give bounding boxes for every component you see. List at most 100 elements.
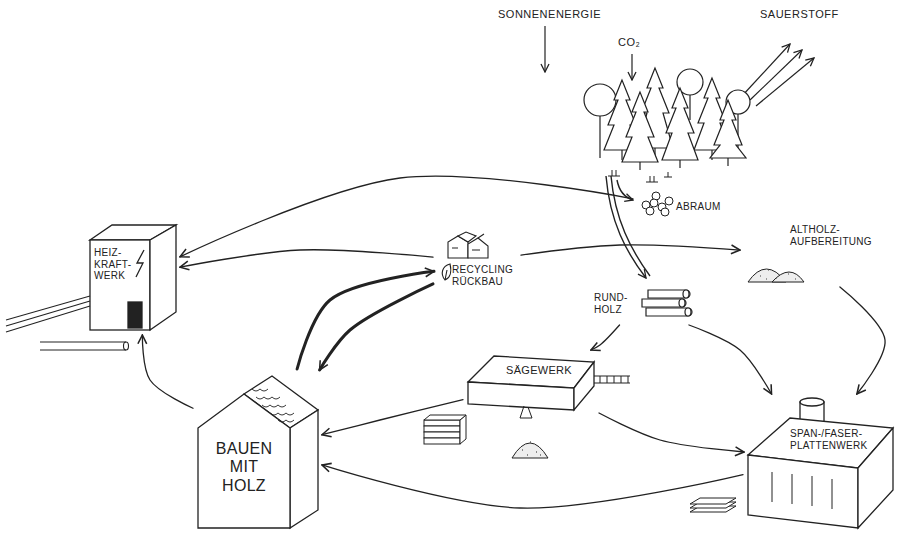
log-end bbox=[683, 290, 689, 298]
power-plant: HEIZ- KRAFT- WERK bbox=[86, 215, 178, 333]
flow-arrow bbox=[322, 465, 743, 508]
log bbox=[642, 299, 686, 307]
board-stack bbox=[690, 498, 736, 512]
tree-trunk bbox=[689, 95, 690, 120]
flow-arrow bbox=[521, 245, 740, 255]
lumber-board bbox=[424, 420, 460, 426]
roundwood: RUND- HOLZ bbox=[590, 282, 694, 322]
front-face bbox=[468, 382, 574, 410]
flow-arrow bbox=[599, 413, 744, 452]
lightning-symbol bbox=[136, 250, 144, 277]
board-plant-building bbox=[748, 398, 893, 528]
flow-arrow bbox=[180, 250, 433, 267]
log bbox=[646, 308, 692, 316]
power-lines bbox=[6, 296, 129, 350]
timber-house: BAUEN MIT HOLZ bbox=[196, 372, 320, 530]
lumber-board bbox=[424, 426, 460, 432]
board bbox=[690, 498, 736, 504]
node-label: HEIZ- KRAFT- WERK bbox=[94, 247, 134, 282]
tree-trunk bbox=[639, 162, 640, 170]
harvest-arrow bbox=[611, 176, 650, 276]
recycling-leaf bbox=[442, 264, 450, 280]
sawdust-chute bbox=[520, 406, 532, 418]
waste-wood-piles bbox=[748, 269, 804, 282]
tree bbox=[662, 88, 698, 160]
co2-arrow bbox=[631, 54, 632, 80]
door bbox=[128, 302, 142, 328]
node-label: ALTHOLZ- AUFBEREITUNG bbox=[790, 224, 876, 247]
sun-arrow bbox=[544, 26, 545, 72]
tree bbox=[710, 100, 746, 158]
recycling-site: RECYCLING RÜCKBAU bbox=[436, 228, 518, 291]
flow-arrow bbox=[322, 400, 463, 435]
facade-lines bbox=[772, 472, 832, 509]
log-end bbox=[685, 308, 691, 316]
front-face bbox=[748, 455, 858, 528]
flow-arrow bbox=[180, 176, 633, 257]
board-plant: SPAN-/FASER- PLATTENWERK bbox=[746, 396, 896, 530]
grass-mark bbox=[664, 172, 672, 177]
slash-pile: ABRAUM bbox=[636, 188, 725, 218]
node-label: SPAN-/FASER- PLATTENWERK bbox=[790, 428, 866, 451]
log-end bbox=[679, 299, 685, 307]
power-line bbox=[6, 306, 90, 332]
power-line bbox=[6, 301, 90, 326]
lumber-board bbox=[424, 438, 460, 444]
tree bbox=[622, 92, 658, 162]
output-label: SAUERSTOFF bbox=[760, 8, 839, 20]
sawdust-dots bbox=[522, 442, 541, 455]
log bbox=[648, 290, 690, 298]
harvest-arrows bbox=[606, 176, 650, 278]
heat-pipe bbox=[40, 341, 126, 342]
slash-piece bbox=[650, 199, 658, 207]
lumber-top bbox=[424, 415, 466, 420]
log-conveyor bbox=[594, 376, 630, 383]
flow-arrow bbox=[320, 284, 433, 370]
side-face bbox=[150, 225, 176, 330]
lumber-board bbox=[424, 432, 460, 438]
roundwood-logs bbox=[642, 290, 692, 316]
slash-piece bbox=[665, 197, 673, 205]
oxygen-arrow bbox=[756, 58, 814, 106]
chip-dots bbox=[760, 270, 796, 279]
node-label: SÄGEWERK bbox=[506, 364, 572, 377]
side-wall bbox=[290, 410, 318, 528]
flow-arrow bbox=[142, 335, 193, 408]
side-face bbox=[574, 362, 594, 410]
forest bbox=[584, 68, 750, 170]
node-label: BAUEN MIT HOLZ bbox=[213, 440, 275, 495]
tree-trunk bbox=[679, 160, 680, 168]
ruin-block bbox=[468, 238, 488, 258]
tree-trunk bbox=[621, 150, 622, 160]
node-label: ABRAUM bbox=[676, 201, 721, 213]
flow-arrow bbox=[689, 325, 772, 394]
input-label: SONNENENERGIE bbox=[498, 8, 601, 20]
front-face bbox=[90, 240, 150, 330]
wooden-house bbox=[198, 376, 318, 528]
silo-top bbox=[800, 398, 824, 406]
oxygen-arrow bbox=[742, 44, 790, 96]
ruin-detail bbox=[452, 234, 484, 250]
flow-arrow bbox=[591, 325, 620, 350]
node-label: RECYCLING RÜCKBAU bbox=[452, 264, 514, 287]
harvest-arrow bbox=[606, 176, 646, 278]
power-line bbox=[6, 296, 90, 320]
heat-pipe bbox=[40, 349, 126, 350]
flow-arrow bbox=[840, 287, 885, 394]
grass-mark bbox=[646, 176, 658, 182]
sawdust-pile bbox=[512, 443, 548, 458]
sawmill-building bbox=[468, 356, 630, 418]
flow-arrow bbox=[297, 271, 434, 369]
sawmill: SÄGEWERK bbox=[466, 352, 596, 414]
ruin-roof bbox=[458, 232, 476, 242]
node-label: RUND- HOLZ bbox=[594, 292, 634, 315]
power-plant-building bbox=[90, 225, 176, 330]
waste-wood-processing: ALTHOLZ- AUFBEREITUNG bbox=[742, 222, 880, 284]
tree bbox=[584, 84, 616, 116]
slash-pile bbox=[642, 192, 673, 216]
sawmill-products bbox=[424, 415, 548, 458]
grass-mark bbox=[608, 170, 620, 176]
input-label: CO₂ bbox=[618, 36, 640, 48]
slash-piece bbox=[646, 207, 654, 215]
heat-pipe-end bbox=[124, 342, 129, 350]
